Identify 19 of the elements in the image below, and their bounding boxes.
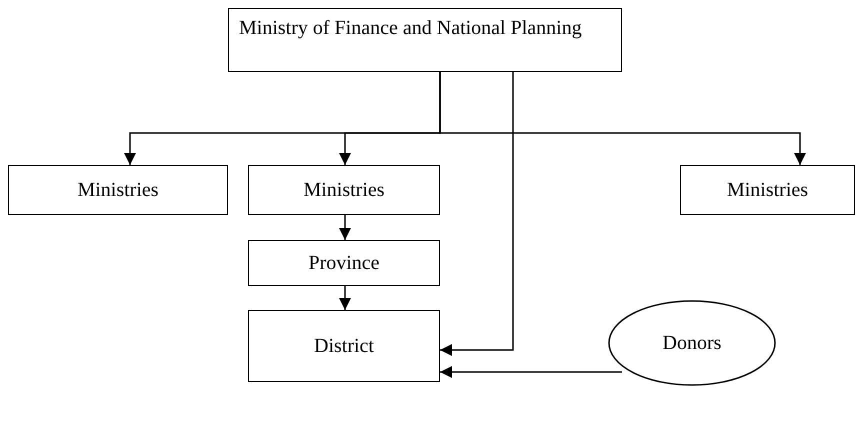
arrow — [339, 286, 351, 310]
node-label: Ministries — [77, 178, 159, 202]
process-box — [680, 165, 855, 215]
arrow — [339, 215, 351, 240]
arrow — [440, 366, 622, 378]
process-box — [248, 165, 440, 215]
process-box — [8, 165, 228, 215]
node-label: Ministry of Finance and National Planning — [239, 17, 582, 40]
node-label: Ministries — [726, 178, 808, 202]
arrow — [439, 72, 806, 165]
arrow — [440, 72, 514, 356]
node-label: District — [314, 334, 374, 358]
ellipse-node — [608, 300, 776, 386]
process-box — [228, 8, 622, 72]
node-label: Ministries — [303, 178, 385, 202]
node-label: Province — [308, 252, 380, 274]
process-box — [248, 240, 440, 286]
node-label: Donors — [662, 332, 722, 354]
process-box — [248, 310, 440, 382]
